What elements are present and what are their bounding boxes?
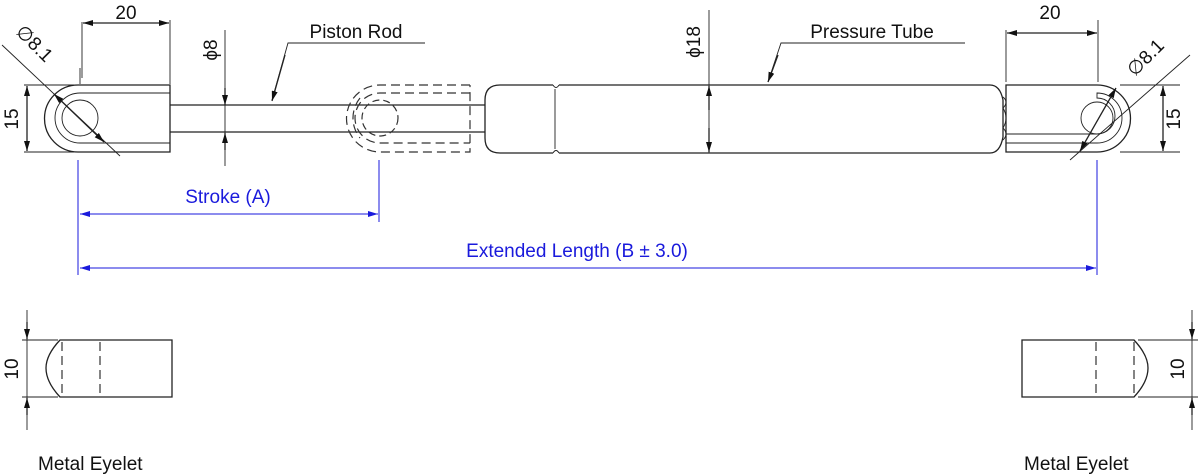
left-eyelet-height-dim: 15 [2, 108, 23, 129]
stroke-label: Stroke (A) [185, 187, 271, 208]
right-eyelet-side-view [1021, 310, 1198, 430]
extended-length-label: Extended Length (B ± 3.0) [466, 241, 688, 262]
rod-dia-dim: ϕ8 [201, 39, 222, 60]
left-eyelet-side-view [22, 310, 173, 430]
right-eyelet-width-dim: 20 [1039, 3, 1060, 24]
right-eyelet-hole [1080, 101, 1114, 135]
left-eyelet [1, 20, 171, 157]
retracted-eyelet-ghost [345, 84, 471, 153]
left-eyelet-thickness-dim: 10 [2, 358, 23, 379]
left-metal-eyelet-label: Metal Eyelet [38, 454, 143, 475]
right-eyelet [1005, 20, 1191, 161]
right-eyelet-thickness-dim: 10 [1168, 358, 1189, 379]
right-hole-dia-dim: ∅8.1 [1123, 35, 1168, 80]
pressure-tube-label: Pressure Tube [810, 22, 934, 43]
piston-rod [170, 30, 485, 166]
length-dimensions [77, 160, 1098, 275]
tube-dia-dim: ϕ18 [684, 26, 705, 58]
left-eyelet-width-dim: 20 [115, 3, 136, 24]
right-eyelet-height-dim: 15 [1164, 108, 1185, 129]
right-metal-eyelet-label: Metal Eyelet [1024, 454, 1129, 475]
piston-rod-label: Piston Rod [310, 22, 403, 43]
